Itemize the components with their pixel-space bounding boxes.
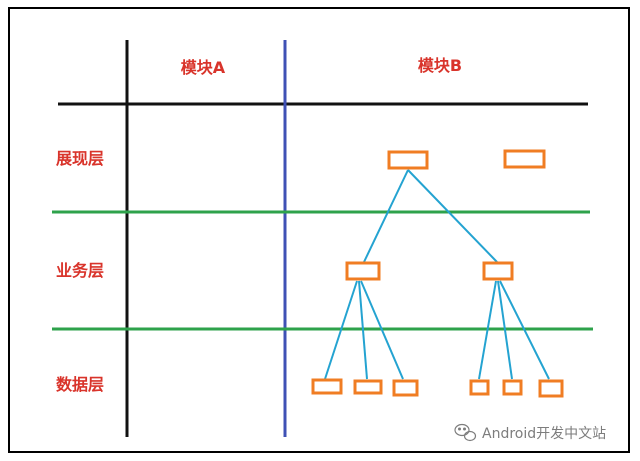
data-node-1 [311,378,343,395]
link-presentation-to-business-right [407,169,498,263]
module-b-header: 模块B [418,56,462,75]
data-node-4 [469,379,490,396]
link-business-left-to-data-2 [358,280,368,380]
business-node-right [482,261,514,281]
module-a-header: 模块A [181,58,226,77]
connector-links [324,169,550,380]
watermark-text: Android开发中文站 [482,426,606,442]
link-business-left-to-data-1 [324,280,358,380]
watermark: Android开发中文站 [454,423,606,442]
link-business-right-to-data-2 [497,280,513,380]
business-node-left [345,261,381,281]
layer-label-presentation: 展现层 [56,149,104,168]
data-node-6 [538,379,564,398]
layer-label-data: 数据层 [56,375,104,394]
data-node-2 [353,379,383,395]
wechat-icon [454,423,477,442]
link-business-left-to-data-3 [360,280,404,380]
link-business-right-to-data-1 [478,280,497,380]
layer-label-business: 业务层 [56,261,104,280]
link-presentation-to-business-left [363,169,409,263]
outer-frame [8,7,630,453]
presentation-node-secondary [503,149,546,169]
data-node-3 [392,379,419,397]
link-business-right-to-data-3 [499,280,550,380]
presentation-node-main [387,150,429,170]
data-node-5 [502,379,523,396]
module-nodes [311,149,564,398]
